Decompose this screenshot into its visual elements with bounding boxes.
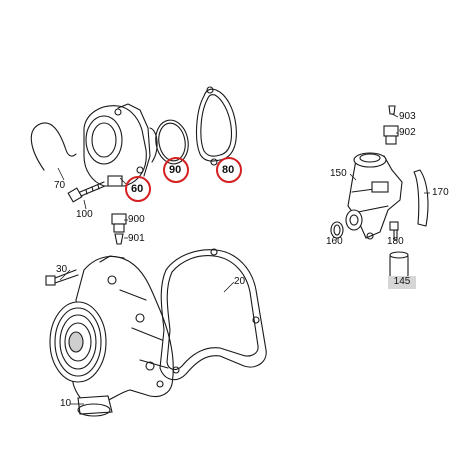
- callout-10[interactable]: 10: [60, 398, 72, 409]
- highlight-ring-80: [216, 157, 242, 183]
- thermostat-assembly-150: [345, 152, 403, 240]
- callout-180[interactable]: 180: [387, 236, 404, 247]
- callout-20[interactable]: 20: [234, 276, 246, 287]
- highlight-ring-60: [125, 176, 151, 202]
- callout-80[interactable]: 80: [222, 164, 235, 176]
- callout-903[interactable]: 903: [399, 111, 416, 122]
- sensor-tip-901: [114, 233, 124, 245]
- sensor-902: [383, 125, 399, 145]
- callout-170[interactable]: 170: [432, 187, 449, 198]
- gasket-80: [195, 86, 237, 166]
- callout-60[interactable]: 60: [131, 183, 144, 195]
- callout-160[interactable]: 160: [326, 236, 343, 247]
- callout-150[interactable]: 150: [330, 168, 347, 179]
- water-pump-10: [49, 255, 174, 417]
- clip-170: [413, 169, 429, 227]
- callout-70[interactable]: 70: [54, 180, 66, 191]
- callout-145-box[interactable]: 145: [388, 276, 416, 289]
- callout-90[interactable]: 90: [169, 164, 182, 176]
- sensor-900: [111, 213, 127, 233]
- callout-901[interactable]: 901: [128, 233, 145, 244]
- callout-100[interactable]: 100: [76, 209, 93, 220]
- wire-clip-70: [30, 122, 77, 171]
- pipe-145: [389, 251, 409, 278]
- thermostat-housing-60: [83, 103, 158, 187]
- pump-gasket-20: [159, 248, 267, 381]
- callout-145: 145: [393, 276, 411, 287]
- callout-902[interactable]: 902: [399, 127, 416, 138]
- bolt-100: [67, 181, 106, 203]
- callout-30[interactable]: 30: [56, 264, 68, 275]
- highlight-ring-90: [163, 157, 189, 183]
- sensor-903: [388, 105, 396, 115]
- callout-900[interactable]: 900: [128, 214, 145, 225]
